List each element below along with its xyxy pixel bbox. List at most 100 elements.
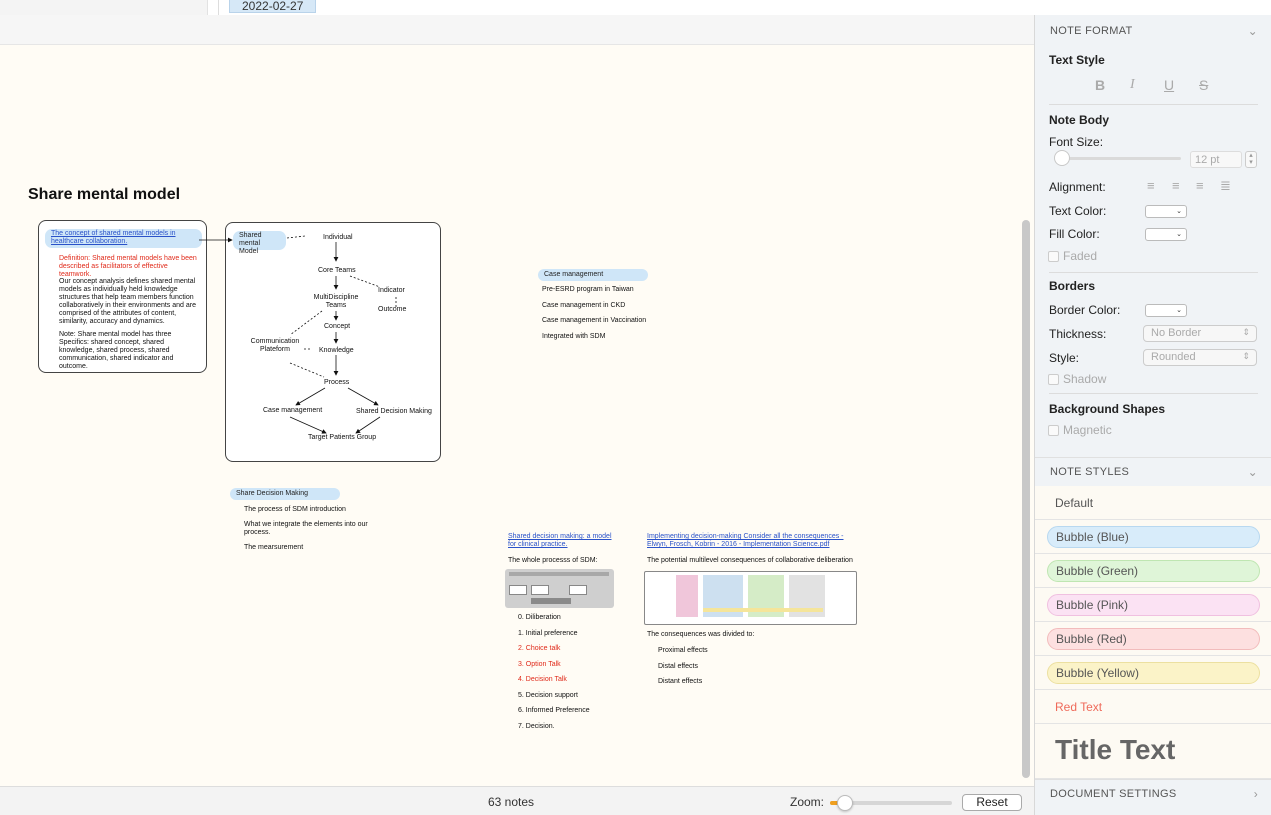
consequences-figure-image[interactable] — [644, 571, 857, 625]
share-decision-item[interactable]: The process of SDM introduction — [244, 506, 346, 513]
font-size-field[interactable]: 12 pt — [1190, 151, 1242, 168]
faded-checkbox[interactable] — [1048, 251, 1059, 262]
fill-color-label: Fill Color: — [1049, 227, 1100, 241]
node-case-management[interactable]: Case management — [263, 407, 323, 414]
figure-box — [531, 585, 549, 595]
zoom-slider[interactable] — [830, 795, 952, 811]
sdm-subtitle: The whole processs of SDM: — [508, 557, 598, 564]
shadow-label: Shadow — [1063, 372, 1107, 386]
node-target[interactable]: Target Patients Group — [308, 434, 377, 441]
chevron-down-icon[interactable]: ⌄ — [1247, 24, 1258, 38]
style-bubble-yellow[interactable]: Bubble (Yellow) — [1035, 656, 1271, 690]
bubble-blue-pill: Bubble (Blue) — [1047, 526, 1260, 548]
date-chip[interactable]: 2022-02-27 — [229, 0, 317, 13]
node-individual[interactable]: Individual — [323, 234, 353, 241]
border-color-label: Border Color: — [1049, 303, 1121, 317]
align-center-icon[interactable]: ≡ — [1172, 178, 1180, 193]
share-decision-item[interactable]: The mearsurement — [244, 544, 304, 551]
reset-button[interactable]: Reset — [962, 794, 1022, 811]
style-label: Style: — [1049, 351, 1080, 365]
concept-link-bubble[interactable]: The concept of shared mental models in h… — [45, 229, 202, 248]
note-body-heading: Note Body — [1049, 113, 1109, 127]
sdm-step[interactable]: 4. Decision Talk — [518, 676, 567, 683]
align-left-icon[interactable]: ≡ — [1147, 178, 1155, 193]
case-item[interactable]: Case management in Vaccination — [542, 317, 647, 324]
font-size-slider-knob[interactable] — [1054, 150, 1070, 166]
node-concept[interactable]: Concept — [324, 323, 351, 330]
shadow-checkbox[interactable] — [1048, 374, 1059, 385]
vertical-scrollbar[interactable] — [1022, 220, 1030, 778]
shared-model-diagram[interactable] — [225, 222, 441, 462]
node-process[interactable]: Process — [324, 379, 350, 386]
border-color-picker[interactable]: ⌄ — [1145, 304, 1187, 317]
zoom-slider-knob[interactable] — [836, 795, 853, 811]
magnetic-label: Magnetic — [1063, 423, 1112, 437]
sdm-step[interactable]: 3. Option Talk — [518, 660, 561, 668]
node-core-teams[interactable]: Core Teams — [318, 267, 356, 274]
concept-analysis: Our concept analysis defines shared ment… — [59, 278, 196, 325]
share-decision-item[interactable]: What we integrate the elements into our … — [244, 521, 368, 536]
style-default[interactable]: Default — [1035, 486, 1271, 520]
document-settings-header[interactable]: DOCUMENT SETTINGS › — [1035, 779, 1271, 807]
zoom-label: Zoom: — [790, 795, 825, 809]
align-right-icon[interactable]: ≡ — [1196, 178, 1204, 193]
case-item[interactable]: Integrated with SDM — [542, 333, 606, 340]
diagram-connectors — [199, 235, 397, 434]
concept-note[interactable]: The concept of shared mental models in h… — [38, 220, 207, 373]
fill-color-picker[interactable]: ⌄ — [1145, 228, 1187, 241]
magnetic-checkbox[interactable] — [1048, 425, 1059, 436]
case-item[interactable]: Pre-ESRD program in Taiwan — [542, 286, 634, 293]
underline-button[interactable]: U — [1164, 77, 1175, 93]
implementing-link[interactable]: Implementing decision-making Consider al… — [647, 533, 844, 548]
canvas-toolbar — [0, 15, 1034, 45]
style-bubble-red[interactable]: Bubble (Red) — [1035, 622, 1271, 656]
concept-link[interactable]: The concept of shared mental models in h… — [51, 230, 176, 245]
chevron-down-icon[interactable]: ⌄ — [1247, 465, 1258, 479]
style-title-text-label: Title Text — [1055, 734, 1176, 765]
sdm-figure-image[interactable] — [505, 569, 614, 608]
shared-mental-model-bubble[interactable]: Shared mental Model — [233, 231, 286, 255]
font-size-stepper[interactable]: ▴▾ — [1245, 151, 1257, 168]
thickness-select[interactable]: No Border⇕ — [1143, 325, 1257, 342]
note-styles-header[interactable]: NOTE STYLES ⌄ — [1035, 457, 1271, 485]
sdm-step[interactable]: 5. Decision support — [518, 691, 578, 699]
consequence-item[interactable]: Distal effects — [658, 663, 698, 670]
borders-heading: Borders — [1049, 279, 1096, 293]
node-outcome[interactable]: Outcome — [378, 306, 407, 313]
note-format-header[interactable]: NOTE FORMAT ⌄ — [1050, 24, 1258, 38]
consequence-item[interactable]: Proximal effects — [658, 647, 708, 654]
align-justify-icon[interactable]: ≣ — [1220, 178, 1231, 193]
case-management-title[interactable]: Case management — [538, 269, 648, 281]
sdm-model-link[interactable]: Shared decision making: a model for clin… — [508, 533, 612, 548]
style-select[interactable]: Rounded⇕ — [1143, 349, 1257, 366]
italic-button[interactable]: I — [1130, 77, 1135, 92]
style-title-text[interactable]: Title Text — [1035, 724, 1271, 779]
font-size-label: Font Size: — [1049, 135, 1104, 149]
sdm-step[interactable]: 2. Choice talk — [518, 645, 561, 652]
sdm-step[interactable]: 1. Initial preference — [518, 629, 578, 637]
node-indicator[interactable]: Indicator — [378, 287, 405, 294]
bold-button[interactable]: B — [1095, 77, 1106, 93]
sdm-step[interactable]: 7. Decision. — [518, 722, 555, 730]
node-communication[interactable]: Communication Plateform — [250, 338, 300, 353]
strike-button[interactable]: S — [1199, 77, 1209, 93]
chevron-right-icon[interactable]: › — [1253, 787, 1258, 801]
case-item[interactable]: Case management in CKD — [542, 302, 626, 309]
consequence-item[interactable]: Distant effects — [658, 678, 703, 685]
style-red-text[interactable]: Red Text — [1035, 690, 1271, 724]
top-strip: 2022-02-27 — [0, 0, 1271, 15]
style-bubble-blue[interactable]: Bubble (Blue) — [1035, 520, 1271, 554]
node-shared-decision[interactable]: Shared Decision Making — [356, 408, 432, 415]
style-bubble-pink[interactable]: Bubble (Pink) — [1035, 588, 1271, 622]
share-decision-title[interactable]: Share Decision Making — [230, 488, 340, 500]
sdm-step[interactable]: 6. Informed Preference — [518, 707, 590, 714]
canvas-title[interactable]: Share mental model — [28, 186, 181, 203]
bubble-yellow-pill: Bubble (Yellow) — [1047, 662, 1260, 684]
node-multidiscipline[interactable]: MultiDiscipline Teams — [313, 294, 359, 309]
text-color-picker[interactable]: ⌄ — [1145, 205, 1187, 218]
node-knowledge[interactable]: Knowledge — [319, 347, 354, 354]
font-size-slider[interactable] — [1055, 157, 1181, 160]
style-bubble-green[interactable]: Bubble (Green) — [1035, 554, 1271, 588]
map-canvas[interactable]: Share mental model The concept of shared… — [0, 45, 1034, 786]
sdm-step[interactable]: 0. Diliberation — [518, 614, 561, 621]
